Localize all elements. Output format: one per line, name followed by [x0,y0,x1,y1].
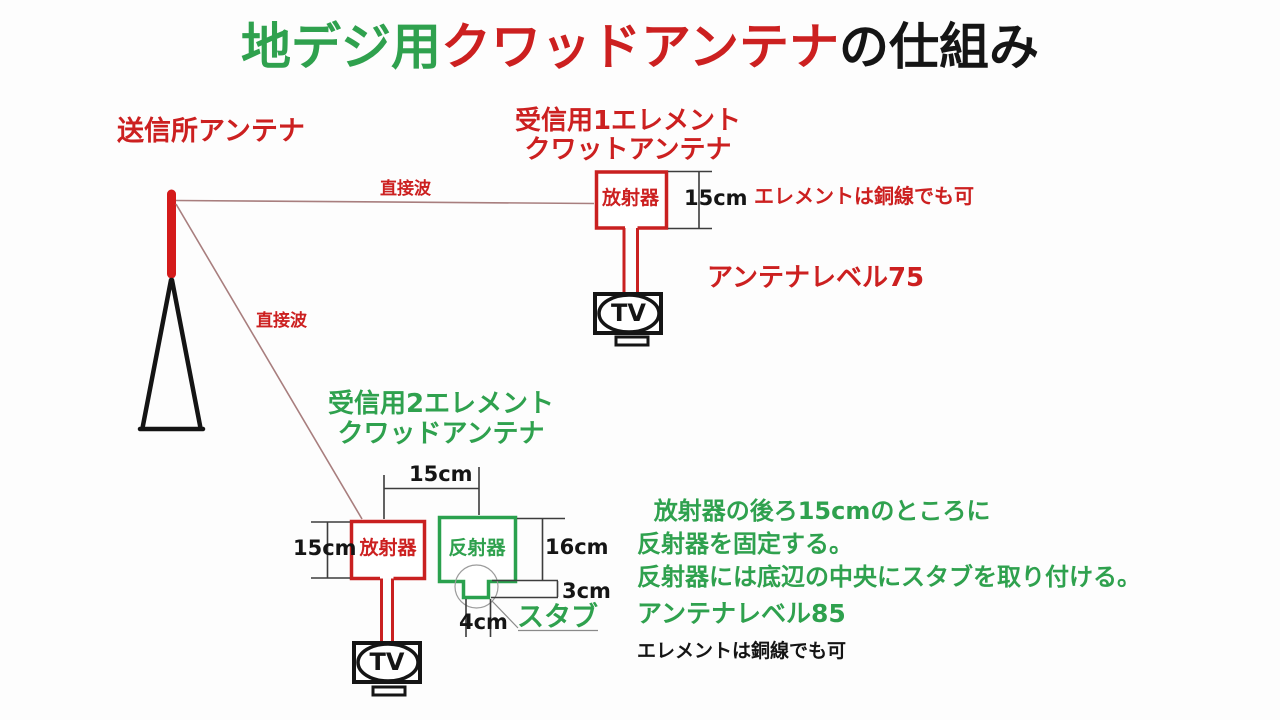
antenna1-radiator-label: 放射器 [601,187,659,209]
direct-wave-lines [175,199,595,520]
antenna2-stub-width-dim-label: 4cm [459,610,508,634]
antenna2-title-line1: 受信用2エレメント [327,389,555,419]
antenna1-shape [594,170,712,295]
antenna2-dimension-lines [311,467,565,637]
antenna1-radiator-box [594,170,669,230]
transmitter-label: 送信所アンテナ [117,116,305,147]
tv1-label: TV [611,299,646,327]
direct-wave-line-2 [175,203,363,520]
stub-depth-dimension-lines [491,579,559,599]
radiator-height-dimension-lines [311,521,350,579]
note-line3: 反射器には底辺の中央にスタブを取り付ける。 [637,563,1141,591]
antenna1-height-dimension-lines [668,170,712,230]
antenna2-title-line2: クワッドアンテナ [337,419,545,449]
tv1-shape [593,292,663,347]
page-title: 地デジ用クワッドアンテナの仕組み [0,21,1280,73]
direct-wave-label-2: 直接波 [256,311,307,331]
antenna1-element-note: エレメントは銅線でも可 [754,184,974,208]
spacing-dimension-lines [383,467,480,519]
antenna2-radiator-label: 放射器 [359,537,417,559]
title-part-red: クワッドアンテナ [441,18,839,76]
antenna2-stub-label: スタブ [517,602,598,633]
transmitter-tower-triangle [137,277,206,432]
antenna2-reflector-height-dim-label: 16cm [545,535,609,559]
antenna2-reflector-shape [437,515,518,609]
stub-width-dimension-lines [465,599,492,637]
antenna2-radiator-shape [349,519,427,646]
antenna2-radiator-height-dim-label: 15cm [293,536,357,560]
antenna2-reflector-label: 反射器 [448,537,506,559]
antenna2-element-note: エレメントは銅線でも可 [637,640,847,662]
antenna2-level-label: アンテナレベル85 [637,599,846,628]
direct-wave-line-1 [175,199,595,205]
tv2-shape [352,641,422,697]
antenna1-title-line2: クワットアンテナ [524,135,732,165]
antenna2-stub-depth-dim-label: 3cm [562,579,611,603]
tv1-stand [614,335,650,347]
transmitter-antenna-shape [137,189,206,432]
tv1-screen [597,293,661,334]
stub-leader-line [491,600,598,632]
antenna2-title: 受信用2エレメント クワッドアンテナ [316,389,566,449]
antenna1-height-dim-label: 15cm [684,186,748,210]
reflector-height-dimension-lines [517,517,565,580]
antenna1-title: 受信用1エレメント クワットアンテナ [502,107,754,165]
direct-wave-label-1: 直接波 [380,179,431,199]
tv2-label: TV [369,648,405,676]
note-line2: 反射器を固定する。 [637,530,853,558]
antenna2-radiator-box [349,519,427,581]
stub-highlight-circle [454,564,499,609]
antenna1-level-label: アンテナレベル75 [707,263,925,293]
note-line1: 放射器の後ろ15cmのところに [637,497,991,525]
antenna2-spacing-dim-label: 15cm [409,462,473,486]
tv2-screen [356,642,420,683]
title-part-black: の仕組み [839,18,1039,76]
tv2-stand [371,685,407,697]
antenna1-title-line1: 受信用1エレメント [514,106,742,136]
title-part-green: 地デジ用 [241,18,441,76]
